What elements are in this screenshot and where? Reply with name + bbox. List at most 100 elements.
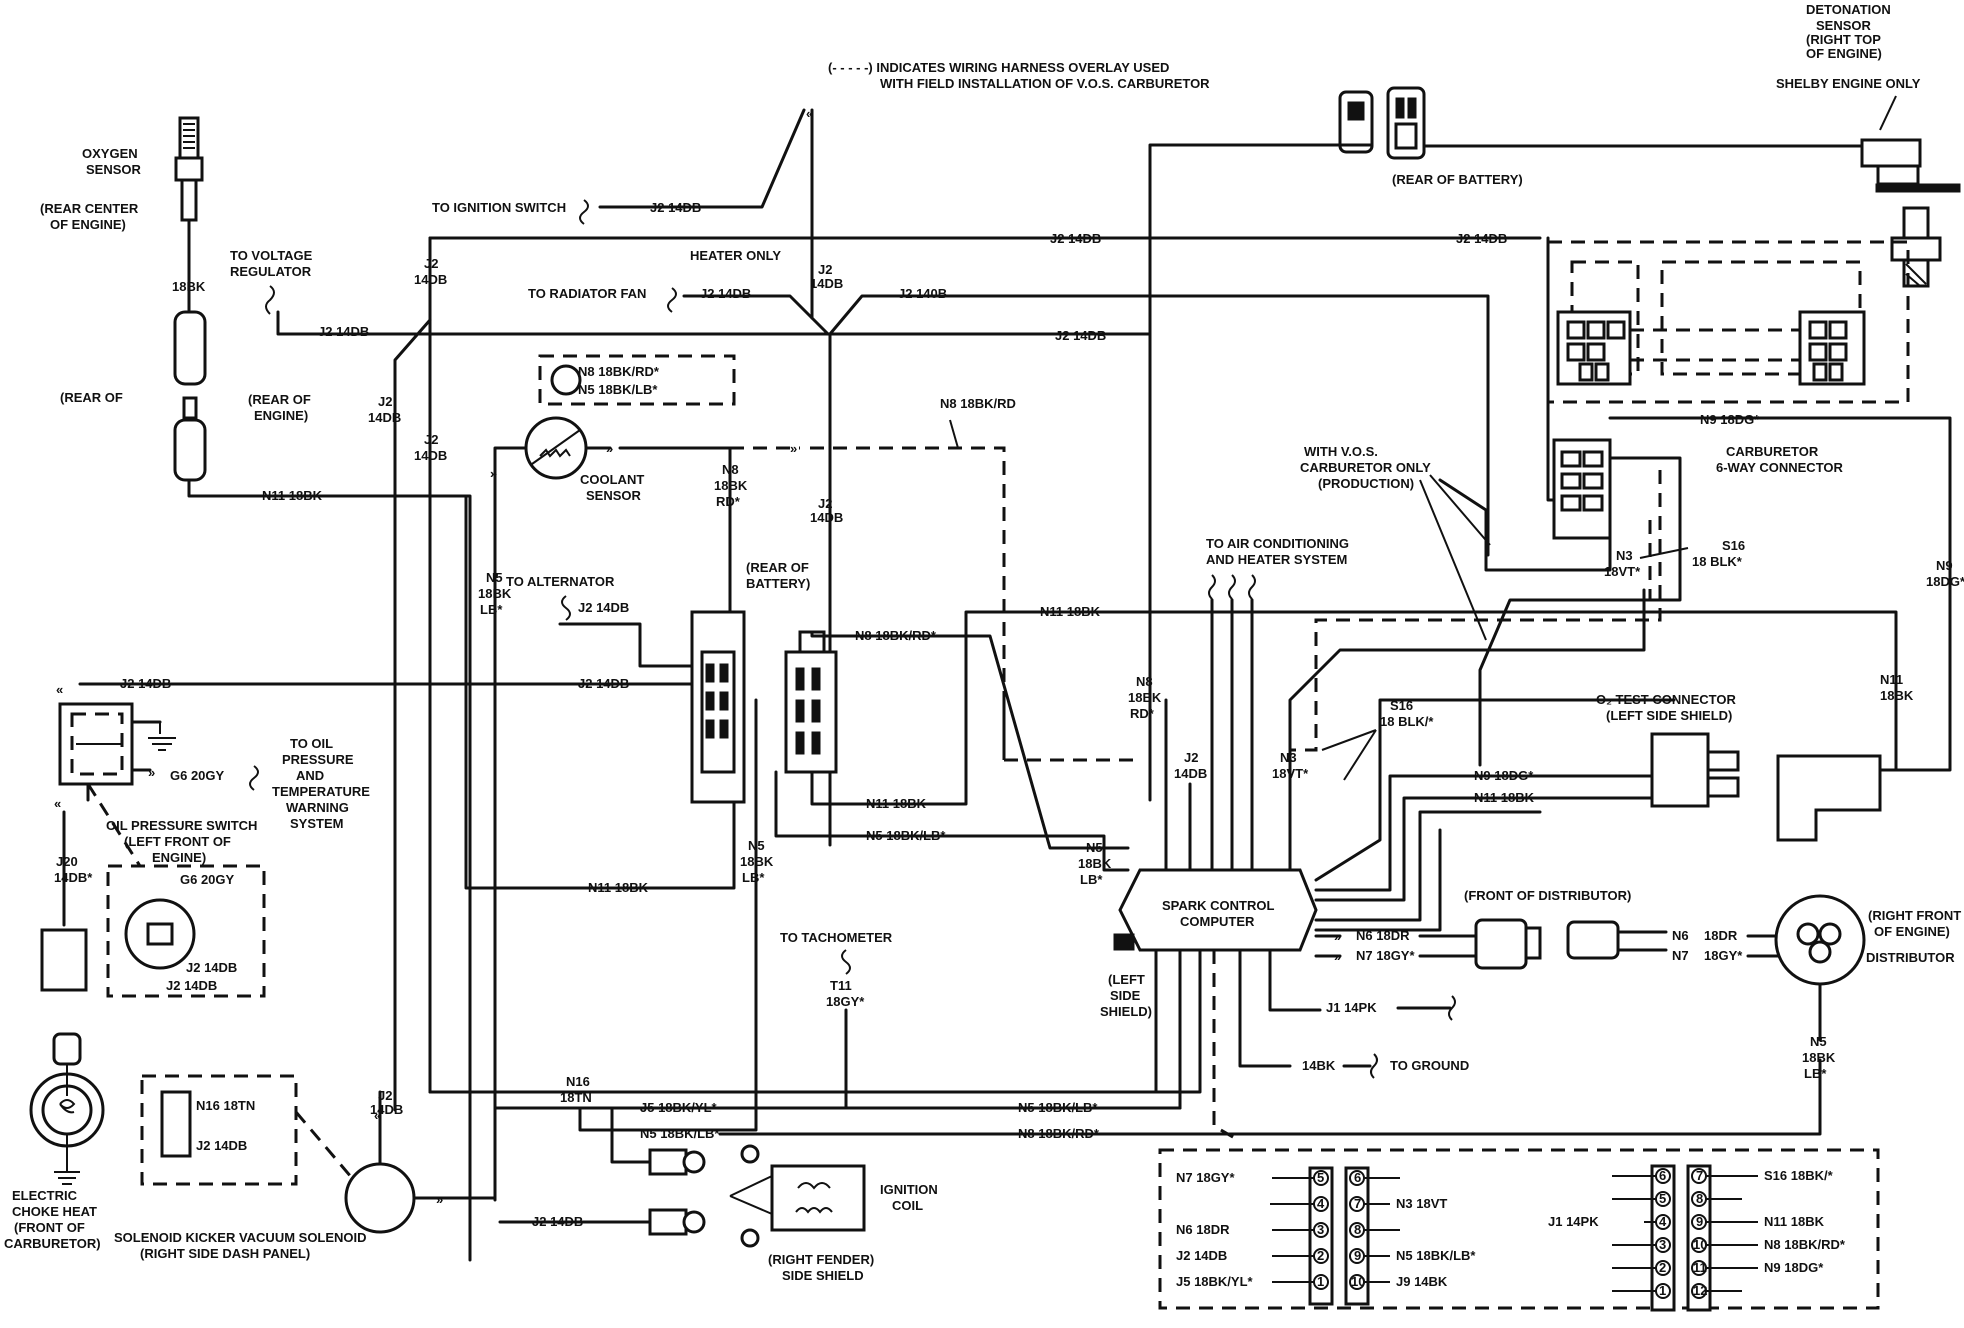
carb-connector-label-2: 6-WAY CONNECTOR bbox=[1716, 460, 1844, 475]
detonation-sensor bbox=[1860, 138, 1961, 288]
wire-j2-140b: J2 140B bbox=[898, 286, 947, 301]
wire-n5-left-3: LB* bbox=[480, 602, 503, 617]
wire-j2-sol-2: 14DB bbox=[370, 1102, 403, 1117]
spark-control-computer bbox=[1118, 868, 1318, 952]
oil-switch-label-2: (LEFT FRONT OF bbox=[124, 834, 231, 849]
wire-n11-top: N11 18BK bbox=[1040, 604, 1101, 619]
wire-n5-mid-3: LB* bbox=[742, 870, 765, 885]
legend-note-line1: (- - - - -) INDICATES WIRING HARNESS OVE… bbox=[828, 60, 1169, 75]
wire-j2-top-right: J2 14DB bbox=[1456, 231, 1507, 246]
wire-j2-coil: J2 14DB bbox=[532, 1214, 583, 1229]
wire-j5-18bkyl: J5 18BK/YL* bbox=[640, 1100, 718, 1115]
wire-n6-dist-b: 18DR bbox=[1704, 928, 1738, 943]
coil-terminal-1 bbox=[648, 1148, 688, 1176]
pinout-right-pin-number-1: 1 bbox=[1659, 1283, 1666, 1298]
wire-n5-battery: N5 18BK/LB* bbox=[866, 828, 946, 843]
to-tachometer: TO TACHOMETER bbox=[780, 930, 893, 945]
coolant-arrow: » bbox=[606, 441, 613, 456]
pinout-left-label-10: J9 14BK bbox=[1396, 1274, 1448, 1289]
electric-choke bbox=[29, 1032, 105, 1185]
pinout-left-pin-number-5: 5 bbox=[1317, 1170, 1324, 1185]
solenoid-pin-n16: N16 18TN bbox=[196, 1098, 255, 1113]
wire-n11-battery: N11 18BK bbox=[866, 796, 927, 811]
scc-label-1: SPARK CONTROL bbox=[1162, 898, 1274, 913]
to-oil-pressure-6: SYSTEM bbox=[290, 816, 343, 831]
wire-n8-scc-2: 18BK bbox=[1128, 690, 1162, 705]
wire-n5-left-1: N5 bbox=[486, 570, 503, 585]
heater-only: HEATER ONLY bbox=[690, 248, 781, 263]
wire-j2-mid: J2 14DB bbox=[578, 676, 629, 691]
pinout-right-pin-number-12: 12 bbox=[1693, 1283, 1707, 1298]
right-fender-1: (RIGHT FENDER) bbox=[768, 1252, 874, 1267]
wire-n9-right-1: N9 bbox=[1936, 558, 1953, 573]
wire-n11-right-2: 18BK bbox=[1880, 688, 1914, 703]
rear-of-engine-a: (REAR OF bbox=[248, 392, 311, 407]
wire-j2-right: J2 14DB bbox=[1055, 328, 1106, 343]
wire-n7-dist-b: 18GY* bbox=[1704, 948, 1743, 963]
wire-n8-bottom: N8 18BK/RD* bbox=[1018, 1126, 1100, 1141]
to-oil-pressure-2: PRESSURE bbox=[282, 752, 354, 767]
carburetor-6-way-connector bbox=[1552, 438, 1612, 540]
left-side-shield-3: SHIELD) bbox=[1100, 1004, 1152, 1019]
to-voltage-regulator-1: TO VOLTAGE bbox=[230, 248, 313, 263]
pinout-left-pin-number-7: 7 bbox=[1354, 1196, 1361, 1211]
wire-n9-o2: N9 18DG* bbox=[1474, 768, 1534, 783]
to-oil-pressure-3: AND bbox=[296, 768, 324, 783]
oil-arrow: » bbox=[148, 765, 155, 780]
wire-s16-scc-1: S16 bbox=[1390, 698, 1413, 713]
solenoid-arrow-up: « bbox=[374, 1108, 381, 1123]
pinout-right-label-7: S16 18BK/* bbox=[1764, 1168, 1834, 1183]
wire-n11-o2: N11 18BK bbox=[1474, 790, 1535, 805]
ignition-coil-1: IGNITION bbox=[880, 1182, 938, 1197]
wire-n5-dist-2: 18BK bbox=[1802, 1050, 1836, 1065]
wire-j2-left2-2: 14DB bbox=[414, 448, 447, 463]
pinout-left-pin-number-10: 10 bbox=[1351, 1274, 1365, 1289]
carb-connector-left bbox=[1556, 310, 1632, 386]
o2-test-1: O₂ TEST CONNECTOR bbox=[1596, 692, 1736, 707]
wire-n5-left-2: 18BK bbox=[478, 586, 512, 601]
with-vos-1: WITH V.O.S. bbox=[1304, 444, 1378, 459]
wire-j2-vr: J2 14DB bbox=[318, 324, 369, 339]
wire-n5-scc-3: LB* bbox=[1080, 872, 1103, 887]
pinout-left-label-3: N6 18DR bbox=[1176, 1222, 1230, 1237]
wire-t11-2: 18GY* bbox=[826, 994, 865, 1009]
pinout-right-pin-number-9: 9 bbox=[1696, 1214, 1703, 1229]
pinout-right-label-9: N11 18BK bbox=[1764, 1214, 1825, 1229]
coil-terminal-2 bbox=[648, 1208, 688, 1236]
rear-of-engine-b: ENGINE) bbox=[254, 408, 308, 423]
choke-arrow: « bbox=[56, 682, 63, 697]
wire-j2-heater-1: J2 bbox=[818, 262, 832, 277]
wire-j2-sol-1: J2 bbox=[378, 1088, 392, 1103]
solenoid-pinout-box bbox=[140, 1074, 298, 1186]
battery-connector-left bbox=[690, 610, 746, 804]
o2-connector-upper bbox=[173, 310, 207, 386]
oxygen-sensor-label-2: SENSOR bbox=[86, 162, 142, 177]
pinout-right-pin-number-6: 6 bbox=[1659, 1168, 1666, 1183]
oil-pressure-switch bbox=[58, 702, 176, 786]
ignition-coil-2: COIL bbox=[892, 1198, 923, 1213]
oil-pin-j2-b: J2 14DB bbox=[166, 978, 217, 993]
wire-n8-battery: N8 18BK/RD* bbox=[855, 628, 937, 643]
detonation-sensor-1: DETONATION bbox=[1806, 2, 1891, 17]
with-vos-2: CARBURETOR ONLY bbox=[1300, 460, 1431, 475]
wire-n5-dist-3: LB* bbox=[1804, 1066, 1827, 1081]
electric-choke-4: CARBURETOR) bbox=[4, 1236, 101, 1251]
pinout-left-pin-number-4: 4 bbox=[1317, 1196, 1325, 1211]
detonation-sensor-2: SENSOR bbox=[1816, 18, 1872, 33]
choke-arrow-down: « bbox=[54, 796, 61, 811]
wire-j2-left2-1: J2 bbox=[424, 432, 438, 447]
wire-n7-dist: N7 bbox=[1672, 948, 1689, 963]
scc-arrow-n7: » bbox=[1334, 949, 1341, 964]
battery-connector-right bbox=[784, 630, 838, 774]
oxygen-sensor bbox=[174, 116, 204, 234]
pinout-left-pin-number-9: 9 bbox=[1354, 1248, 1361, 1263]
coolant-dashed-box bbox=[538, 354, 736, 406]
oxygen-sensor-label-1: OXYGEN bbox=[82, 146, 138, 161]
rear-of-battery-mid-2: BATTERY) bbox=[746, 576, 810, 591]
wire-j2-top: J2 14DB bbox=[1050, 231, 1101, 246]
pinout-right-pin-number-2: 2 bbox=[1659, 1260, 1666, 1275]
wire-j2-alt: J2 14DB bbox=[578, 600, 629, 615]
wire-n8-mid-3: RD* bbox=[716, 494, 741, 509]
to-ac-2: AND HEATER SYSTEM bbox=[1206, 552, 1347, 567]
rear-center-engine-2: OF ENGINE) bbox=[50, 217, 126, 232]
